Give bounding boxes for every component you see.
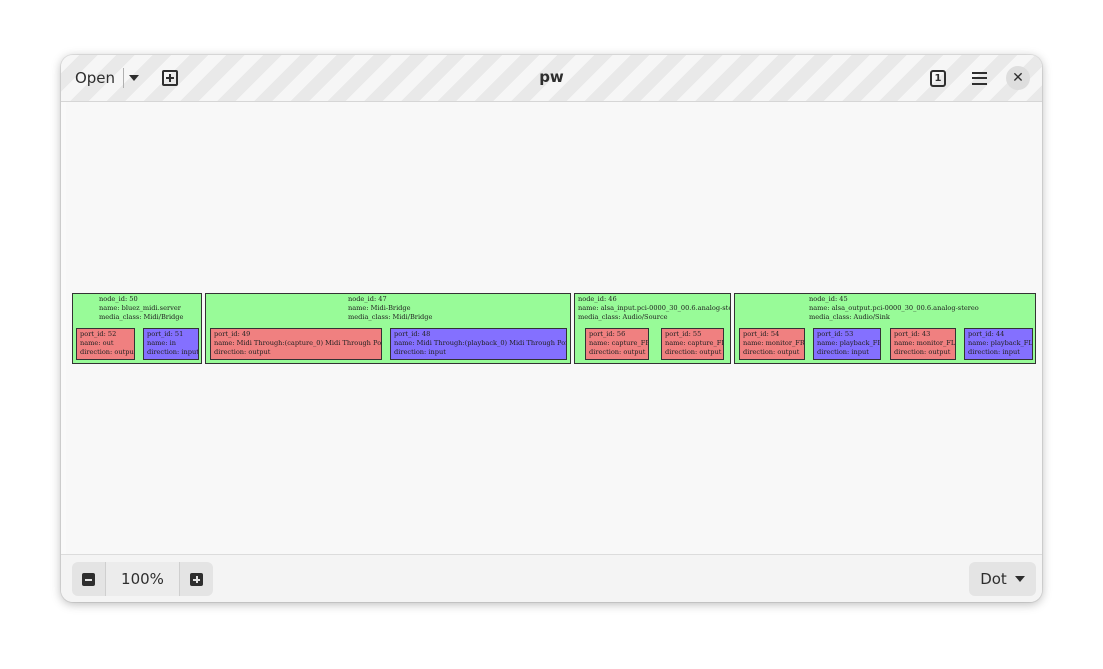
node-id: node_id: 47 <box>348 295 387 303</box>
tab-overview-button[interactable]: 1 <box>927 63 949 93</box>
header-bar: Open pw 1 ✕ <box>61 55 1042 102</box>
port-direction: direction: input <box>968 348 1020 356</box>
port-direction: direction: output <box>743 348 800 356</box>
port-name: name: in <box>147 339 177 347</box>
port-name: name: monitor_FR <box>743 339 805 347</box>
node-name: name: alsa_input.pci-0000_30_00.6.analog… <box>578 304 731 312</box>
open-menu-button[interactable] <box>124 63 144 93</box>
node-header: node_id: 47 name: Midi-Bridge media_clas… <box>348 295 432 322</box>
layout-engine-dropdown[interactable]: Dot <box>969 562 1036 596</box>
port-id: port_id: 55 <box>665 330 702 338</box>
zoom-in-icon <box>190 572 203 586</box>
node-header: node_id: 45 name: alsa_output.pci-0000_3… <box>809 295 979 322</box>
new-tab-button[interactable] <box>158 63 182 93</box>
new-tab-icon <box>162 70 178 86</box>
port-direction: direction: input <box>817 348 869 356</box>
port-name: name: capture_FL <box>665 339 724 347</box>
port-box[interactable]: port_id: 43 name: monitor_FL direction: … <box>890 328 956 360</box>
hamburger-menu-icon <box>971 71 987 85</box>
port-box[interactable]: port_id: 56 name: capture_FR direction: … <box>585 328 649 360</box>
close-button[interactable]: ✕ <box>1006 66 1030 90</box>
node-name: name: Midi-Bridge <box>348 304 411 312</box>
layout-engine-label: Dot <box>980 570 1007 588</box>
graph-node[interactable]: node_id: 46 name: alsa_input.pci-0000_30… <box>574 293 731 364</box>
window-title: pw <box>539 68 564 86</box>
node-id: node_id: 50 <box>99 295 138 303</box>
port-id: port_id: 43 <box>894 330 931 338</box>
close-icon: ✕ <box>1012 70 1024 86</box>
open-button-separator <box>123 68 124 88</box>
pipewire-graph: node_id: 50 name: bluez_midi.server medi… <box>66 102 1042 554</box>
graph-node[interactable]: node_id: 47 name: Midi-Bridge media_clas… <box>205 293 571 364</box>
port-direction: direction: output <box>665 348 722 356</box>
port-name: name: capture_FR <box>589 339 649 347</box>
port-id: port_id: 54 <box>743 330 780 338</box>
port-box[interactable]: port_id: 52 name: out direction: output <box>76 328 135 360</box>
node-id: node_id: 46 <box>578 295 617 303</box>
port-direction: direction: input <box>147 348 199 356</box>
node-id: node_id: 45 <box>809 295 848 303</box>
zoom-separator <box>179 562 180 596</box>
graph-node[interactable]: node_id: 50 name: bluez_midi.server medi… <box>72 293 202 364</box>
port-direction: direction: input <box>394 348 446 356</box>
chevron-down-icon <box>129 75 139 81</box>
zoom-out-button[interactable] <box>72 562 105 596</box>
zoom-separator <box>105 562 106 596</box>
port-id: port_id: 51 <box>147 330 184 338</box>
bottom-bar: 100% Dot <box>61 554 1042 602</box>
port-id: port_id: 53 <box>817 330 854 338</box>
node-media-class: media_class: Audio/Source <box>578 313 668 321</box>
port-direction: direction: output <box>589 348 646 356</box>
app-window: Open pw 1 ✕ node_id: 50 name: bluez_ <box>61 55 1042 602</box>
zoom-in-button[interactable] <box>180 562 213 596</box>
zoom-level-button[interactable]: 100% <box>106 562 179 596</box>
main-menu-button[interactable] <box>967 63 991 93</box>
port-box[interactable]: port_id: 48 name: Midi Through:(playback… <box>390 328 567 360</box>
port-id: port_id: 56 <box>589 330 626 338</box>
graph-canvas[interactable]: node_id: 50 name: bluez_midi.server medi… <box>66 102 1042 554</box>
node-name: name: bluez_midi.server <box>99 304 181 312</box>
port-name: name: monitor_FL <box>894 339 956 347</box>
graph-node[interactable]: node_id: 45 name: alsa_output.pci-0000_3… <box>734 293 1036 364</box>
port-id: port_id: 49 <box>214 330 251 338</box>
port-box[interactable]: port_id: 44 name: playback_FL direction:… <box>964 328 1033 360</box>
chevron-down-icon <box>1014 576 1025 582</box>
node-header: node_id: 46 name: alsa_input.pci-0000_30… <box>578 295 731 322</box>
tab-overview-icon: 1 <box>930 69 946 87</box>
node-media-class: media_class: Midi/Bridge <box>99 313 184 321</box>
node-media-class: media_class: Midi/Bridge <box>348 313 433 321</box>
zoom-controls: 100% <box>72 562 213 596</box>
port-name: name: Midi Through:(capture_0) Midi Thro… <box>214 339 382 347</box>
port-name: name: playback_FL <box>968 339 1033 347</box>
port-box[interactable]: port_id: 51 name: in direction: input <box>143 328 199 360</box>
node-header: node_id: 50 name: bluez_midi.server medi… <box>99 295 183 322</box>
port-id: port_id: 48 <box>394 330 431 338</box>
port-direction: direction: output <box>894 348 951 356</box>
port-direction: direction: output <box>214 348 271 356</box>
port-box[interactable]: port_id: 54 name: monitor_FR direction: … <box>739 328 805 360</box>
port-box[interactable]: port_id: 55 name: capture_FL direction: … <box>661 328 724 360</box>
node-name: name: alsa_output.pci-0000_30_00.6.analo… <box>809 304 979 312</box>
port-name: name: out <box>80 339 114 347</box>
port-id: port_id: 52 <box>80 330 117 338</box>
port-box[interactable]: port_id: 49 name: Midi Through:(capture_… <box>210 328 382 360</box>
open-button[interactable]: Open <box>74 69 116 87</box>
port-id: port_id: 44 <box>968 330 1005 338</box>
port-name: name: Midi Through:(playback_0) Midi Thr… <box>394 339 567 347</box>
port-name: name: playback_FR <box>817 339 881 347</box>
zoom-out-icon <box>82 572 95 586</box>
node-media-class: media_class: Audio/Sink <box>809 313 890 321</box>
port-direction: direction: output <box>80 348 135 356</box>
port-box[interactable]: port_id: 53 name: playback_FR direction:… <box>813 328 881 360</box>
